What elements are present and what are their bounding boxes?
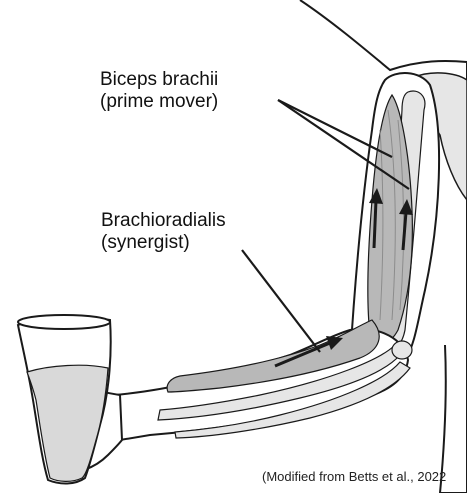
biceps-brachii-name: Biceps brachii (100, 69, 218, 91)
biceps-arrow-left (374, 200, 376, 248)
elbow-joint (392, 341, 412, 359)
brachioradialis-role: (synergist) (101, 232, 226, 254)
glass-rim (18, 315, 110, 329)
brachioradialis-leader-line (242, 250, 320, 352)
brachioradialis-name: Brachioradialis (101, 210, 226, 232)
biceps-brachii-role: (prime mover) (100, 91, 218, 113)
brachioradialis-label: Brachioradialis (synergist) (101, 210, 226, 254)
image-credit: (Modified from Betts et al., 2022 (262, 469, 446, 484)
biceps-brachii-label: Biceps brachii (prime mover) (100, 69, 218, 113)
